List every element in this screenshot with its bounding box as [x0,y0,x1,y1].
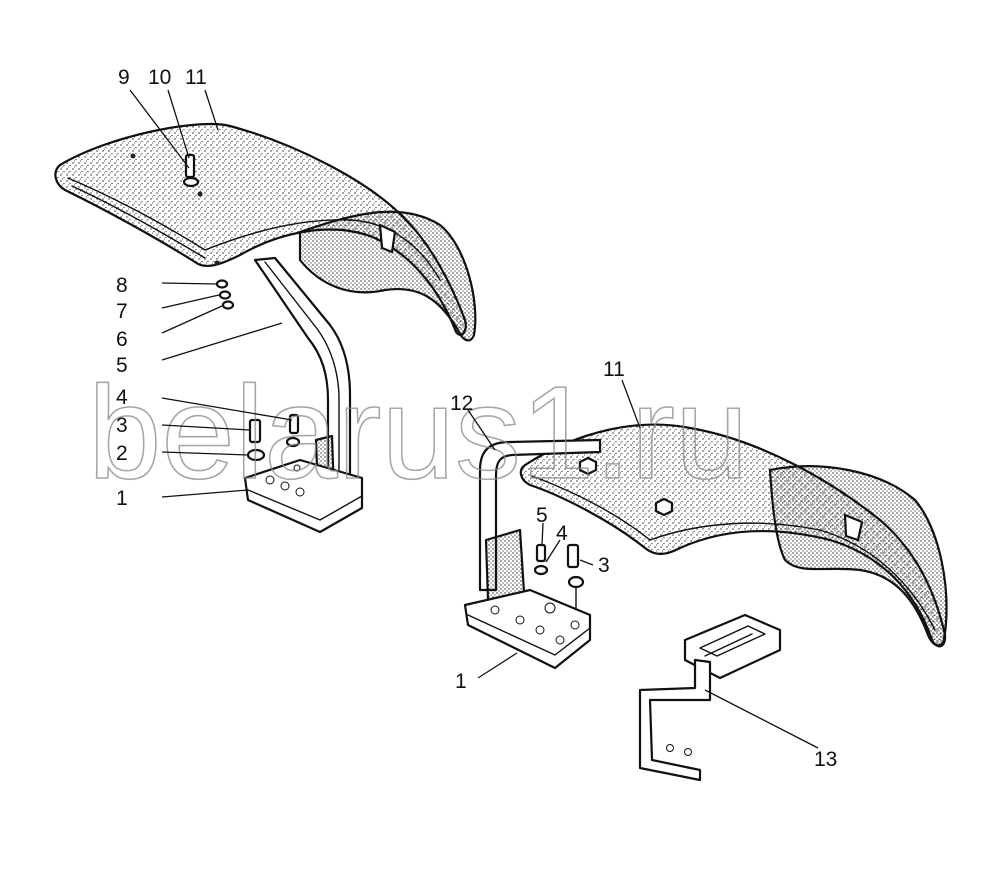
right-base-plate [463,588,592,670]
callout-left-3: 3 [116,414,128,437]
leader-right-11 [621,379,641,429]
callout-left-8: 8 [116,274,128,297]
callout-right-13: 13 [814,748,837,771]
leader-left-8 [161,282,217,285]
callout-left-10: 10 [148,66,171,89]
left-fender-top [54,122,467,336]
callout-labels: 9 10 11 8 7 6 5 4 3 2 1 11 12 5 4 3 1 13 [116,66,837,771]
leader-left-4 [161,397,293,421]
left-base-plate-side [247,489,363,521]
right-fender-nut-b [654,497,674,517]
left-support-arm-edge [264,261,340,489]
callout-left-11: 11 [185,66,207,89]
right-clamp [484,528,526,602]
left-base-plate [243,458,364,534]
leader-right-3 [579,559,594,566]
leader-left-1 [161,489,249,498]
callout-right-5: 5 [536,504,548,527]
step-bracket-hole-b [684,748,692,756]
leader-left-3 [161,424,251,431]
left-fender-hole-b [197,191,203,197]
right-base-hole-c [535,625,545,635]
step-bracket-arm [638,658,712,782]
right-bolt-5 [535,543,547,563]
right-fender-rim [531,475,936,631]
right-washer-4 [533,564,549,576]
callout-left-5: 5 [116,354,128,377]
left-nut-8 [215,279,229,289]
left-fender-tab [378,223,397,254]
leader-right-4 [545,539,561,563]
callout-left-6: 6 [116,328,128,351]
left-washer-7 [218,290,232,300]
left-base-hole-b [280,481,290,491]
callout-right-1: 1 [455,670,467,693]
left-fender-rim [67,177,441,281]
left-base-hole-a [265,475,275,485]
watermark-text: belarus1.ru [88,359,748,506]
callout-right-12: 12 [450,392,473,415]
callout-left-2: 2 [116,442,128,465]
leader-left-6 [161,305,223,334]
left-washer-3 [285,436,301,448]
leader-left-11 [204,89,219,131]
leader-left-10 [167,89,190,159]
callout-left-4: 4 [116,386,128,409]
step-bracket-slot-b [704,633,753,657]
right-bolt-3 [566,543,580,569]
right-fender-top [519,423,947,648]
left-bolt-top [184,153,196,179]
left-fender-inner [298,210,477,342]
left-base-hole-c [295,487,305,497]
callout-left-9: 9 [118,66,130,89]
left-bolt-3 [248,418,262,444]
leader-lines [129,89,819,749]
leader-right-5 [541,522,544,546]
leader-right-1 [477,652,518,679]
callout-left-7: 7 [116,300,128,323]
left-fender-hole-a [130,153,136,159]
right-base-plate-side [467,614,591,656]
leader-left-2 [161,451,249,456]
right-fender-nut-a [578,456,598,476]
right-base-hole-d [555,635,565,645]
leader-left-5 [161,322,283,361]
leader-right-13 [704,689,819,749]
callout-left-1: 1 [116,487,128,510]
left-washer-top [182,176,200,188]
left-fender-assembly [54,122,477,534]
right-base-hole-a [490,605,500,615]
callout-right-3: 3 [598,554,610,577]
right-base-hole-b [515,615,525,625]
left-fender-hole-c [214,260,220,266]
right-fender-assembly [463,423,948,782]
left-fender-rim-inner [71,185,206,259]
callout-right-4: 4 [556,522,568,545]
leader-left-7 [161,294,220,309]
leader-right-12 [467,409,496,451]
left-lock-6 [221,300,235,310]
callout-right-11: 11 [603,358,625,381]
step-bracket-hole-a [666,744,674,752]
right-washer-3 [567,575,585,589]
right-base-hole-f [570,620,580,630]
leader-left-9 [129,89,190,169]
right-fender-tab [843,513,864,542]
right-base-hole-e [544,602,556,614]
left-base-hole-d [293,464,301,472]
